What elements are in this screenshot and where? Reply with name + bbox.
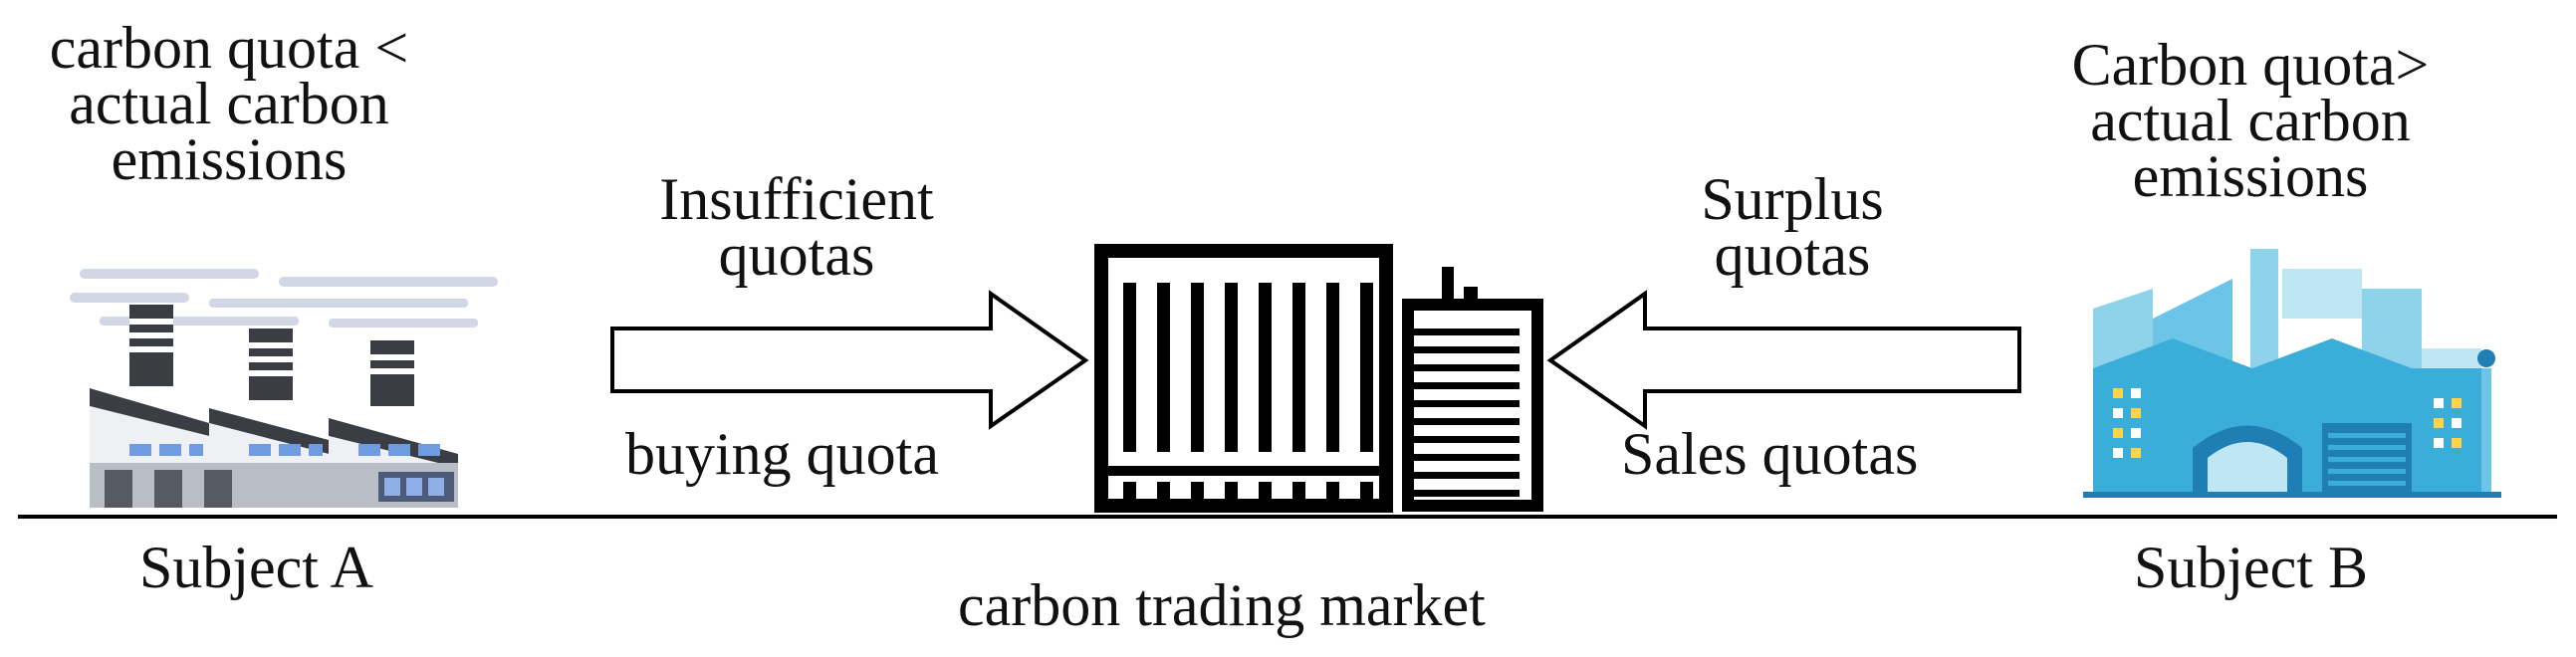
- right-flow-bottom-text: Sales quotas: [1621, 421, 1919, 487]
- office-building-icon: [1094, 244, 1543, 513]
- subject-a-condition: carbon quota < actual carbon emissions: [20, 15, 438, 192]
- plant-windows: [2113, 388, 2461, 458]
- industrial-plant-icon: [2083, 249, 2501, 498]
- buy-arrow: [610, 290, 1089, 430]
- tower-floors: [1408, 328, 1520, 497]
- subject-a-condition-line: carbon quota <: [49, 15, 409, 81]
- right-flow-top-line: Surplus: [1701, 166, 1884, 232]
- building-columns: [1123, 283, 1373, 452]
- chimneys: [129, 305, 414, 406]
- subject-b-condition-line: emissions: [2132, 143, 2369, 209]
- factory-body: [90, 406, 458, 508]
- left-flow-bottom-text: buying quota: [625, 421, 939, 487]
- smoke: [70, 269, 498, 328]
- market-label: carbon trading market: [958, 572, 1486, 638]
- sell-arrow: [1546, 290, 2021, 430]
- subject-b-condition-line: actual carbon: [2090, 88, 2411, 153]
- left-flow-top-line: Insufficient: [659, 166, 934, 232]
- subject-a-condition-line: emissions: [111, 126, 348, 192]
- subject-a-condition-line: actual carbon: [69, 71, 389, 136]
- subject-b-label: Subject B: [2134, 535, 2368, 600]
- subject-a-label: Subject A: [139, 535, 373, 600]
- right-flow-top-line: quotas: [1714, 222, 1871, 288]
- subject-b-condition-line: Carbon quota>: [2071, 32, 2430, 98]
- subject-b-condition: Carbon quota> actual carbon emissions: [1991, 32, 2509, 209]
- right-flow-top-text: Surplus quotas: [1633, 166, 1952, 288]
- factory-icon: [70, 269, 498, 508]
- left-flow-top-text: Insufficient quotas: [597, 166, 996, 288]
- building-base-windows: [1123, 482, 1373, 502]
- left-flow-top-line: quotas: [718, 222, 875, 288]
